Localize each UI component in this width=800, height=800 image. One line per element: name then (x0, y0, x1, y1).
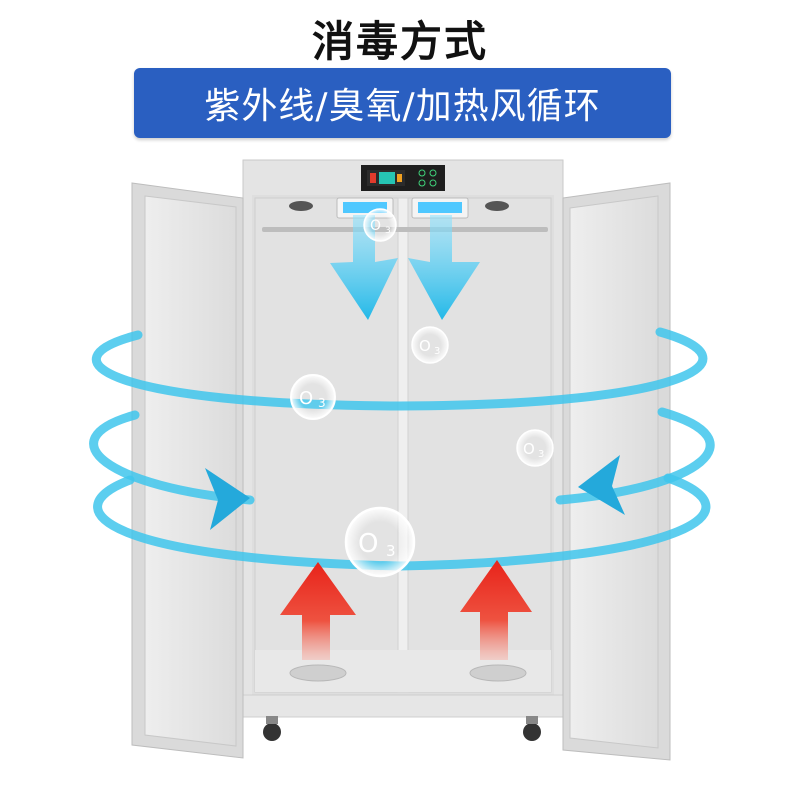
right-door (562, 182, 671, 761)
left-door (131, 182, 244, 759)
ozone-bubble: O 3 (411, 326, 449, 364)
method-banner-text: 紫外线/臭氧/加热风循环 (204, 86, 601, 127)
ozone-bubble: O 3 (516, 429, 554, 467)
svg-text:O: O (358, 529, 378, 559)
svg-text:3: 3 (385, 226, 391, 236)
control-panel (361, 165, 445, 191)
ozone-bubble: O 3 (290, 374, 336, 420)
ozone-bubbles: O 3 O 3 O 3 O 3 O 3 (290, 208, 554, 578)
svg-text:3: 3 (386, 542, 396, 560)
svg-text:3: 3 (434, 346, 440, 357)
method-banner: 紫外线/臭氧/加热风循环 (134, 68, 671, 138)
ozone-bubble: O 3 (344, 506, 416, 578)
svg-text:3: 3 (538, 449, 544, 460)
svg-text:O: O (419, 337, 431, 355)
svg-text:O: O (523, 440, 535, 458)
heat-up-arrows (280, 560, 532, 660)
ozone-bubble: O 3 (363, 208, 397, 242)
uv-lamps (336, 197, 469, 219)
svg-text:O: O (370, 218, 381, 234)
page-title: 消毒方式 (311, 17, 488, 66)
svg-text:3: 3 (318, 396, 326, 410)
svg-text:O: O (299, 388, 313, 409)
cabinet-body (242, 159, 564, 741)
uv-down-arrows (330, 215, 480, 320)
